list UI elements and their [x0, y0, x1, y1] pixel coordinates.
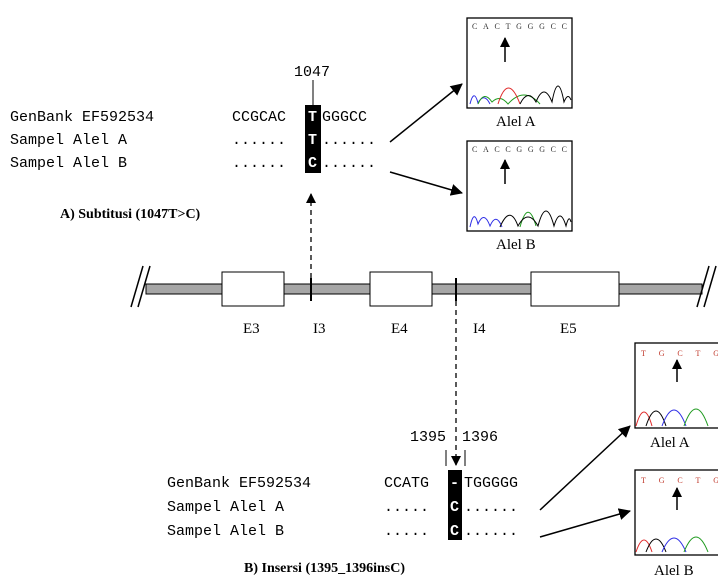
- seq-label-genbank: GenBank EF592534: [10, 109, 154, 126]
- chromatogram-caption: Alel B: [496, 237, 536, 253]
- chromatogram-sequence: TGCTG: [641, 349, 718, 358]
- trace-blue: [661, 409, 687, 427]
- trace-black: [645, 410, 667, 427]
- seq-label-alel-b: Sampel Alel B: [10, 155, 127, 172]
- trace-red: [497, 87, 521, 105]
- chromatogram-caption: Alel A: [650, 435, 690, 451]
- seq-base: T: [308, 109, 317, 126]
- seq-pre: .....: [384, 499, 429, 516]
- seq-pre: ......: [232, 155, 286, 172]
- position-label-1395: 1395: [410, 429, 446, 446]
- highlight-column: [305, 105, 321, 173]
- chromatogram-frame: [634, 469, 718, 556]
- panel-title-b: B) Insersi (1395_1396insC): [244, 561, 405, 576]
- trace-black: [645, 538, 667, 553]
- exon-e3: [221, 271, 285, 307]
- seq-pre: ......: [232, 132, 286, 149]
- panel-b: 1395 1396 GenBank EF592534 CCATG - TGGGG…: [167, 301, 718, 579]
- seq-label-genbank: GenBank EF592534: [167, 475, 311, 492]
- seq-base: C: [450, 499, 459, 516]
- exon-label-e3: E3: [243, 321, 260, 337]
- seq-post: ......: [322, 132, 376, 149]
- seq-base: C: [450, 523, 459, 540]
- trace-blue: [469, 216, 503, 228]
- chromatogram-sequence: TGCTG: [641, 476, 718, 485]
- seq-post: ......: [464, 523, 518, 540]
- break-mark-right: [696, 265, 710, 308]
- break-mark-right: [703, 265, 717, 308]
- chromatogram-caption: Alel B: [654, 563, 694, 579]
- chromatogram-caption: Alel A: [496, 114, 536, 130]
- arrow-to-chrom-b: [389, 171, 463, 196]
- seq-pre: CCATG: [384, 475, 429, 492]
- seq-pre: CCGCAC: [232, 109, 286, 126]
- chromatogram-a: CACTGGGCC Alel A: [466, 17, 573, 130]
- seq-label-alel-b: Sampel Alel B: [167, 523, 284, 540]
- chromatogram-frame: [466, 140, 573, 232]
- seq-post: GGGCC: [322, 109, 367, 126]
- exon-e4: [369, 271, 433, 307]
- chromatogram-b: TGCTG Alel B: [634, 469, 718, 579]
- position-label-1047: 1047: [294, 64, 330, 81]
- position-label-1396: 1396: [462, 429, 498, 446]
- chromatogram-a: TGCTG Alel A: [634, 342, 718, 451]
- chromatogram-frame: [466, 17, 573, 109]
- trace-red: [635, 411, 653, 427]
- break-mark-left: [130, 265, 144, 308]
- seq-label-alel-a: Sampel Alel A: [167, 499, 284, 516]
- trace-black: [519, 85, 572, 105]
- chromatogram-frame: [634, 342, 718, 429]
- intron-label-i4: I4: [473, 321, 486, 337]
- arrow-to-chrom-a: [539, 425, 631, 511]
- seq-post: TGGGGG: [464, 475, 518, 492]
- seq-post: ......: [464, 499, 518, 516]
- intron-label-i3: I3: [313, 321, 326, 337]
- seq-base: C: [308, 155, 317, 172]
- seq-base: T: [308, 132, 317, 149]
- seq-post: ......: [322, 155, 376, 172]
- trace-blue: [661, 537, 687, 553]
- seq-base: -: [450, 475, 459, 492]
- trace-green: [683, 408, 709, 427]
- trace-green: [519, 211, 537, 228]
- exon-label-e5: E5: [560, 321, 577, 337]
- exon-e5: [530, 271, 620, 307]
- panel-a: 1047 GenBank EF592534 CCGCAC T GGGCC Sam…: [10, 17, 573, 278]
- chromatogram-b: CACCGGGCC Alel B: [466, 140, 573, 253]
- seq-pre: .....: [384, 523, 429, 540]
- chromatogram-sequence: CACCGGGCC: [472, 145, 567, 154]
- chromatogram-sequence: CACTGGGCC: [472, 22, 567, 31]
- trace-red: [635, 539, 653, 553]
- highlight-column: [448, 470, 462, 540]
- gene-map: E3 I3 E4 I4 E5: [130, 265, 717, 337]
- panel-title-a: A) Subtitusi (1047T>C): [60, 207, 201, 222]
- trace-green: [683, 536, 709, 553]
- trace-black: [499, 210, 572, 228]
- arrow-to-chrom-b: [539, 508, 631, 538]
- arrow-to-chrom-a: [389, 83, 463, 143]
- exon-label-e4: E4: [391, 321, 408, 337]
- break-mark-left: [137, 265, 151, 308]
- seq-label-alel-a: Sampel Alel A: [10, 132, 127, 149]
